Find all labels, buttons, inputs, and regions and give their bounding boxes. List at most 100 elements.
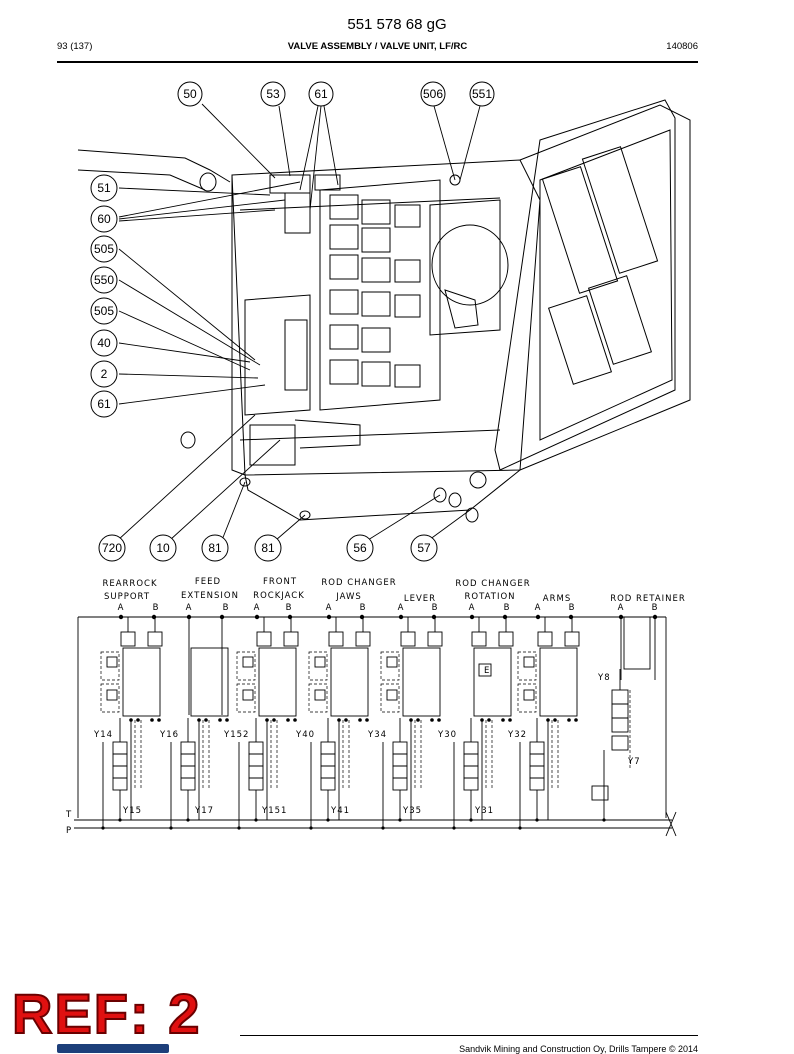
schematic-valve-box — [539, 647, 578, 717]
schematic-node — [618, 614, 624, 620]
schematic-node — [157, 718, 161, 722]
schematic-valve-box — [386, 689, 398, 701]
callout-label: 720 — [102, 541, 122, 555]
callout-circle — [90, 390, 118, 418]
schematic-valve-box — [112, 777, 128, 791]
section-name-line2: ROCKJACK — [253, 591, 305, 601]
schematic-node — [518, 826, 522, 830]
schematic-valve-box — [308, 683, 328, 713]
schematic-valve-box — [242, 689, 254, 701]
schematic-valve-box — [611, 717, 629, 733]
callout-label: 60 — [97, 212, 111, 226]
schematic-valve-box — [402, 647, 441, 717]
port-a-label: A — [469, 603, 476, 613]
port-b-label: B — [360, 603, 367, 613]
schematic-valve-box — [611, 689, 629, 705]
solenoid-label: Y32 — [507, 730, 527, 740]
port-b-label: B — [286, 603, 293, 613]
callout-circle — [254, 534, 282, 562]
section-name-line2: ARMS — [543, 594, 571, 604]
schematic-node — [129, 718, 133, 722]
schematic-node — [508, 718, 512, 722]
schematic-valve-box — [147, 631, 163, 647]
schematic-node — [118, 818, 122, 822]
section-name-line1: FEED — [195, 577, 221, 587]
schematic-valve-box — [564, 631, 580, 647]
section-name-line2: JAWS — [335, 592, 362, 602]
schematic-node — [265, 718, 269, 722]
schematic-valve-box — [122, 647, 161, 717]
solenoid-label: Y15 — [122, 806, 142, 816]
callout-label: 40 — [97, 336, 111, 350]
callout-label: 550 — [94, 273, 114, 287]
callout-circle — [260, 81, 286, 107]
port-b-label: B — [153, 603, 160, 613]
schematic-valve-box — [256, 631, 272, 647]
callout-circle — [149, 534, 177, 562]
schematic-valve-box — [236, 683, 256, 713]
schematic-node — [286, 718, 290, 722]
schematic-valve-box — [386, 656, 398, 668]
port-a-label: A — [254, 603, 261, 613]
schematic-node — [409, 718, 413, 722]
schematic-valve-box — [180, 777, 196, 791]
schematic-node — [219, 614, 225, 620]
section-name-line1: ROD CHANGER — [455, 579, 530, 589]
callout-label: 81 — [261, 541, 275, 555]
schematic-node — [136, 718, 140, 722]
schematic-valve-box — [392, 753, 408, 767]
schematic-node — [501, 718, 505, 722]
schematic-valve-box — [190, 647, 229, 717]
schematic-valve-box — [498, 631, 514, 647]
callout-label: 53 — [266, 87, 280, 101]
schematic-valve-box — [242, 656, 254, 668]
schematic-valve-box — [529, 753, 545, 767]
schematic-node — [416, 718, 420, 722]
schematic-node — [487, 718, 491, 722]
schematic-node — [225, 718, 229, 722]
callout-label: 81 — [208, 541, 222, 555]
section-name-line1: REARROCK — [102, 579, 157, 589]
schematic-node — [430, 718, 434, 722]
port-a-label: A — [326, 603, 333, 613]
section-name-line2: EXTENSION — [181, 591, 239, 601]
callout-label: 61 — [97, 397, 111, 411]
schematic-node — [546, 718, 550, 722]
schematic-valve-box — [236, 651, 256, 681]
sandvik-logo — [57, 1044, 169, 1053]
schematic-valve-box — [473, 647, 512, 717]
callout-circle — [201, 534, 229, 562]
schematic-valve-box — [314, 689, 326, 701]
callout-circle — [410, 534, 438, 562]
page-title: VALVE ASSEMBLY / VALVE UNIT, LF/RC — [287, 41, 468, 52]
callout-label: 505 — [94, 304, 114, 318]
schematic-valve-box — [463, 765, 479, 779]
callout-circle — [420, 81, 446, 107]
schematic-valve-box — [314, 656, 326, 668]
schematic-node — [272, 718, 276, 722]
schematic-valve-box — [523, 689, 535, 701]
solenoid-label: Y151 — [261, 806, 287, 816]
schematic-valve-box — [320, 765, 336, 779]
schematic-node — [652, 614, 658, 620]
pressure-line-label: P — [66, 826, 72, 836]
port-b-label: B — [504, 603, 511, 613]
schematic-valve-box — [529, 765, 545, 779]
schematic-valve-box — [320, 741, 336, 755]
port-a-label: A — [186, 603, 193, 613]
schematic-node — [293, 718, 297, 722]
e-box-label: E — [484, 666, 490, 676]
port-a-label: A — [535, 603, 542, 613]
ref-stamp: REF: 2 — [11, 982, 202, 1045]
port-a-label: A — [398, 603, 405, 613]
schematic-valve-box — [180, 765, 196, 779]
schematic-node — [344, 718, 348, 722]
schematic-valve-box — [100, 651, 120, 681]
schematic-node — [237, 826, 241, 830]
schematic-node — [101, 826, 105, 830]
schematic-valve-box — [463, 777, 479, 791]
schematic-node — [381, 826, 385, 830]
schematic-valve-box — [248, 765, 264, 779]
solenoid-label: Y7 — [627, 757, 641, 767]
